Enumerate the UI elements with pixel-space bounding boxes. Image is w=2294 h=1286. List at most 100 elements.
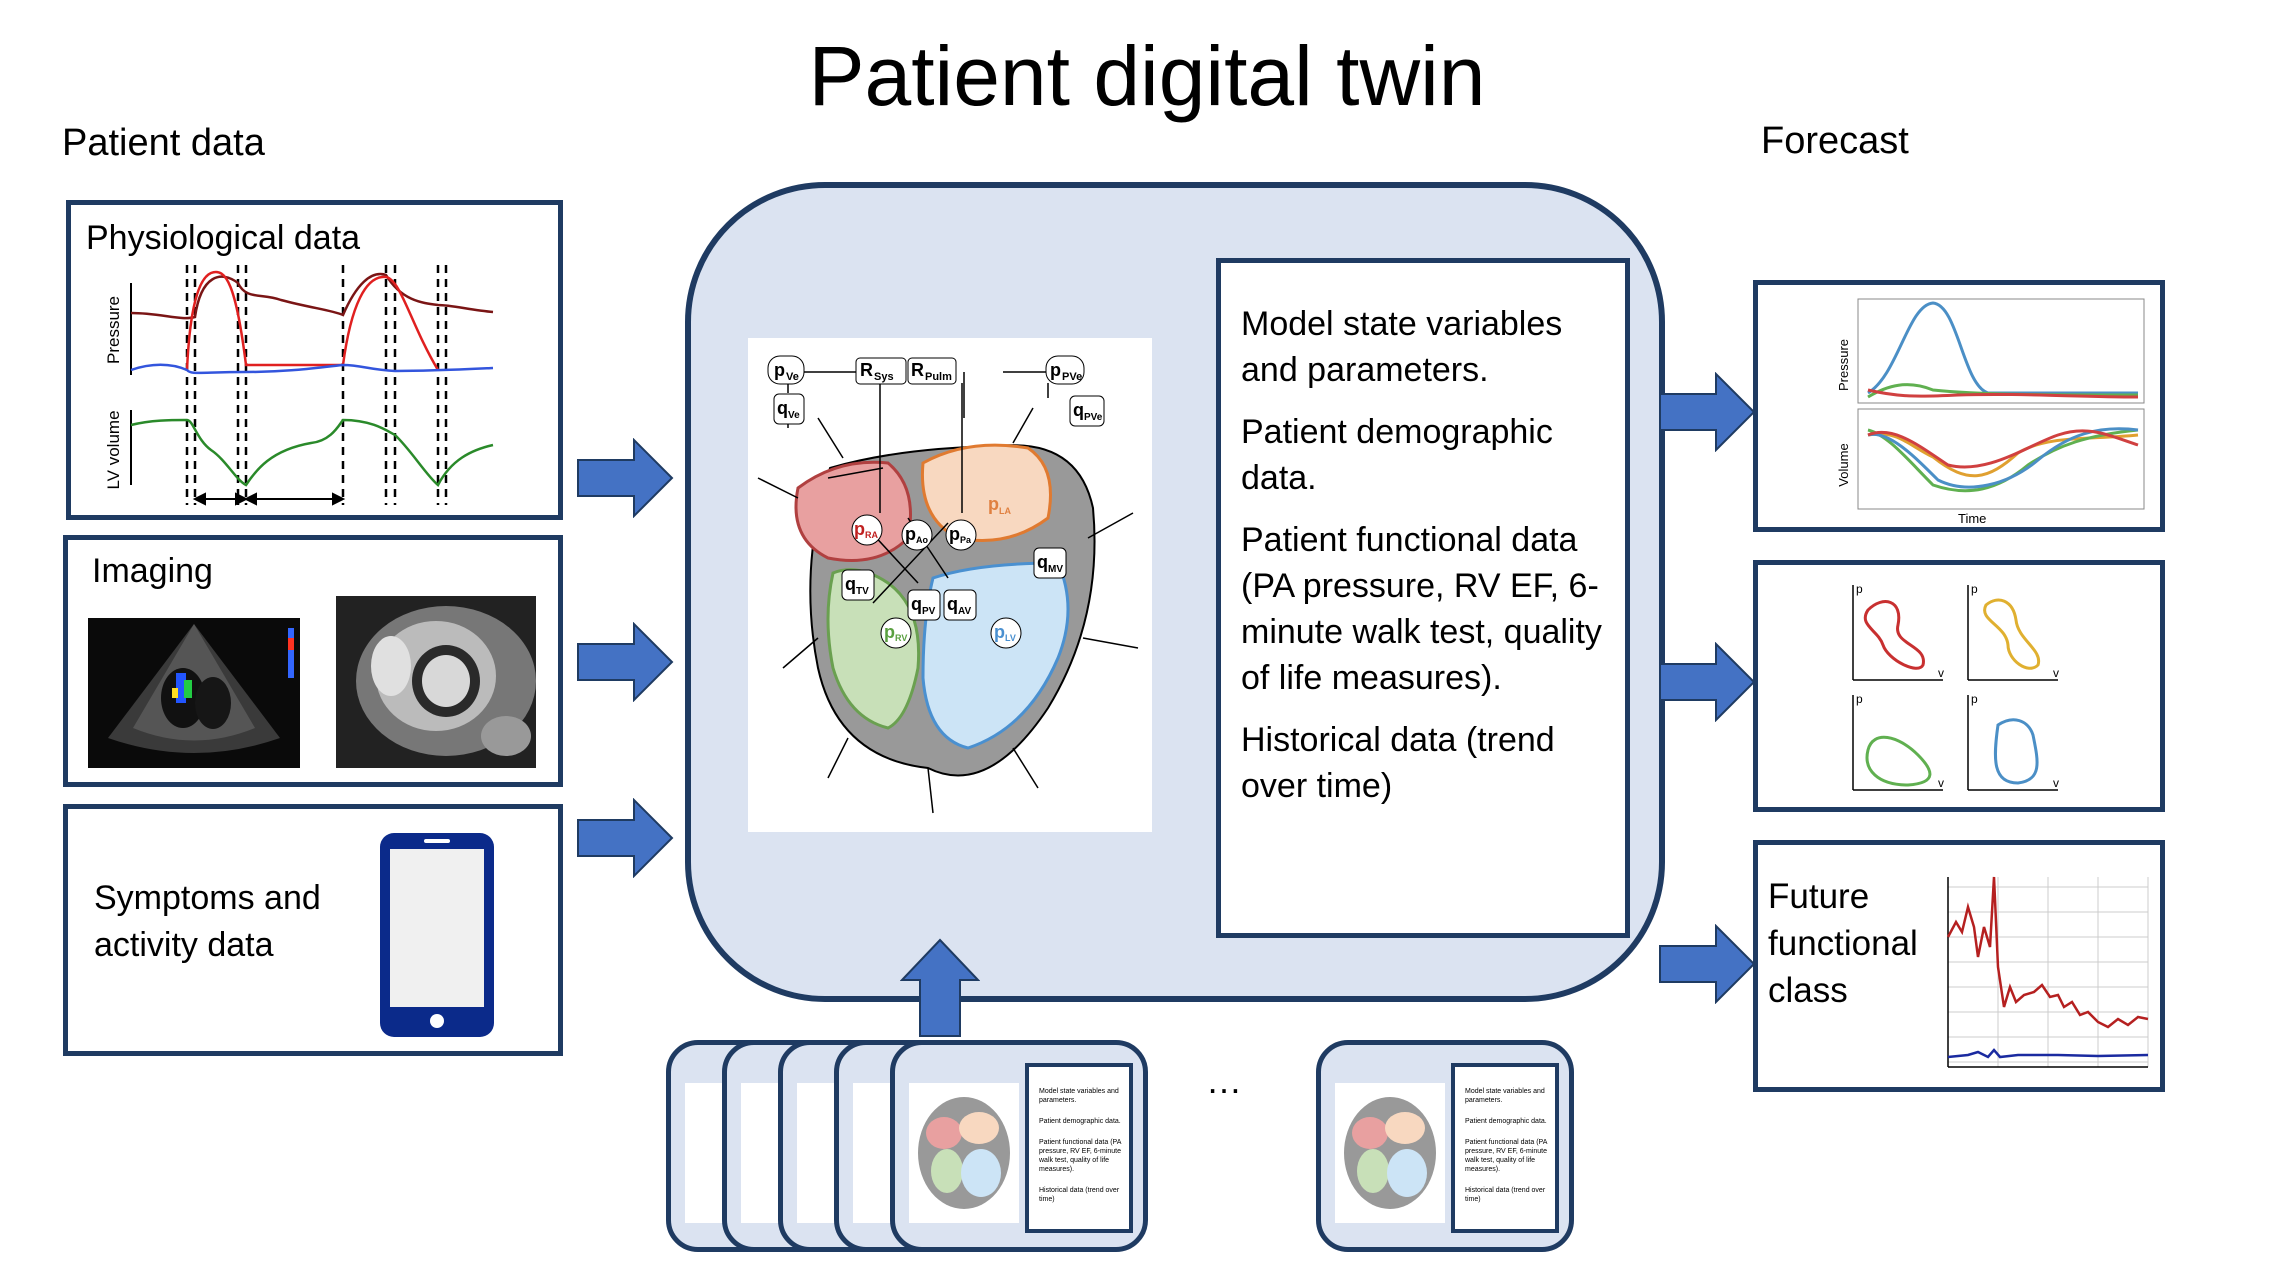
functional-class-blue-series [1947, 1048, 2149, 1059]
mini-latest-text-1: Model state variables and parameters. [1465, 1088, 1545, 1104]
model-text-4: Historical data (trend over time) [1241, 721, 1555, 805]
forecast-volume-green [1867, 428, 2139, 493]
forecast-pv-loops-chart: p v p v p v p v [1852, 582, 2059, 791]
history-card-5-text: Model state variables and parameters. Pa… [1025, 1063, 1133, 1233]
model-text-3: Patient functional data (PA pressure, RV… [1241, 521, 1602, 697]
label-pra: p [854, 519, 865, 539]
forecast-volume-red [1867, 429, 2139, 469]
interval-arrows [192, 492, 346, 506]
label-pla: p [988, 494, 999, 514]
left-ventricle [921, 561, 1070, 750]
heart-model-diagram: p Ve R Sys R Pulm p PVe q Ve q PVe p RA … [757, 355, 1139, 814]
functional-class-chart [1946, 876, 2149, 1068]
future-functional-class-label: Future functional class [1768, 873, 1918, 1014]
label-ppve: p [1050, 360, 1061, 380]
left-atrium [920, 443, 1052, 542]
loop3-v: v [1938, 776, 1944, 790]
label-pla-sub: LA [999, 506, 1011, 516]
arrow-twin-to-functional-class [1659, 924, 1756, 1004]
pv-loop-green [1865, 735, 1932, 787]
label-qmv-sub: MV [1048, 564, 1063, 575]
atrial-pressure-trace [130, 363, 494, 375]
label-qtv: q [845, 574, 856, 594]
forecast-volume-blue [1867, 427, 2139, 489]
label-qav: q [947, 594, 958, 614]
forecast-waveforms-chart: Pressure Volume Time [1836, 298, 2145, 526]
pressure-axis-label: Pressure [104, 296, 123, 364]
history-card-latest: Model state variables and parameters. Pa… [1316, 1040, 1574, 1252]
tissue-springs [757, 407, 1139, 814]
label-qve: q [777, 398, 788, 418]
loop2-v: v [2053, 666, 2059, 680]
label-qtv-sub: TV [856, 586, 869, 597]
imaging-title: Imaging [92, 552, 213, 590]
label-qpv: q [911, 594, 922, 614]
arrow-physio-to-twin [577, 438, 674, 518]
forecast-waveforms-panel: Pressure Volume Time [1753, 280, 2165, 532]
loop-axes [1852, 585, 2058, 791]
loop3-p: p [1856, 692, 1863, 706]
label-plv-sub: LV [1005, 633, 1016, 643]
arrow-symptoms-to-twin [577, 798, 674, 878]
page-title: Patient digital twin [808, 29, 1486, 123]
forecast-pressure-blue [1867, 301, 2138, 395]
symptoms-line1: Symptoms and [94, 879, 321, 917]
heart-circulation-model: p Ve R Sys R Pulm p PVe q Ve q PVe p RA … [748, 338, 1152, 832]
mini-text-3: Patient functional data (PA pressure, RV… [1039, 1139, 1121, 1173]
pv-loop-yellow [1983, 598, 2041, 670]
model-inputs-textbox: Model state variables and parameters. Pa… [1216, 258, 1630, 938]
label-plv: p [994, 622, 1005, 642]
label-ppa: p [949, 524, 960, 544]
phone-icon [380, 833, 494, 1037]
label-prv-sub: RV [895, 633, 907, 643]
mini-text-4: Historical data (trend over time) [1039, 1187, 1120, 1203]
arrow-history-to-twin [900, 938, 980, 1037]
label-ppve-sub: PVe [1062, 371, 1082, 383]
physiological-waveform-chart: Pressure LV volume [104, 265, 494, 506]
forecast-volume-orange [1867, 432, 2139, 478]
right-ventricle [826, 568, 921, 730]
label-rpulm-sub: Pulm [925, 371, 952, 383]
label-qav-sub: AV [958, 606, 971, 617]
arrow-twin-to-waveforms [1659, 372, 1756, 452]
label-ppa-sub: Pa [960, 535, 972, 545]
loop1-v: v [1938, 666, 1944, 680]
label-pve: p [774, 360, 785, 380]
forecast-functional-class-panel [1753, 840, 2165, 1092]
functional-class-red-series [1946, 876, 2149, 1029]
mini-text-1: Model state variables and parameters. [1039, 1088, 1119, 1104]
label-qve-sub: Ve [788, 410, 800, 421]
arrow-imaging-to-twin [577, 622, 674, 702]
history-card-5: Model state variables and parameters. Pa… [890, 1040, 1148, 1252]
label-pra-sub: RA [865, 530, 878, 540]
lv-pressure-trace [185, 270, 440, 371]
symptoms-panel: Symptoms and activity data [63, 804, 563, 1056]
label-qpve: q [1073, 400, 1084, 420]
physiological-data-panel: Physiological data Pressure LV volume [66, 200, 563, 520]
label-pve-sub: Ve [786, 371, 799, 383]
forecast-pressure-red [1867, 388, 2139, 399]
label-rsys: R [860, 360, 873, 380]
lv-volume-trace [130, 418, 494, 487]
mini-latest-text-2: Patient demographic data. [1465, 1118, 1547, 1125]
forecast-pv-loops-panel: p v p v p v p v [1753, 560, 2165, 812]
cardiac-mri-image [336, 596, 536, 768]
aortic-pressure-trace [130, 272, 494, 320]
loop4-p: p [1971, 692, 1978, 706]
pv-loop-blue [1993, 718, 2039, 785]
mini-text-2: Patient demographic data. [1039, 1118, 1121, 1125]
right-atrium [794, 460, 912, 562]
label-rsys-sub: Sys [874, 371, 894, 383]
label-prv: p [884, 622, 895, 642]
history-card-latest-text: Model state variables and parameters. Pa… [1451, 1063, 1559, 1233]
mini-latest-text-3: Patient functional data (PA pressure, RV… [1465, 1139, 1547, 1173]
label-qmv: q [1037, 552, 1048, 572]
future-line2: functional [1768, 924, 1918, 963]
lv-volume-axis-label: LV volume [104, 410, 123, 489]
forecast-pressure-label: Pressure [1836, 339, 1851, 391]
pv-loop-red [1863, 600, 1925, 670]
history-card-latest-heart [1335, 1083, 1445, 1223]
forecast-time-label: Time [1958, 511, 1986, 526]
echocardiogram-image [88, 618, 300, 768]
forecast-header: Forecast [1761, 120, 1909, 162]
